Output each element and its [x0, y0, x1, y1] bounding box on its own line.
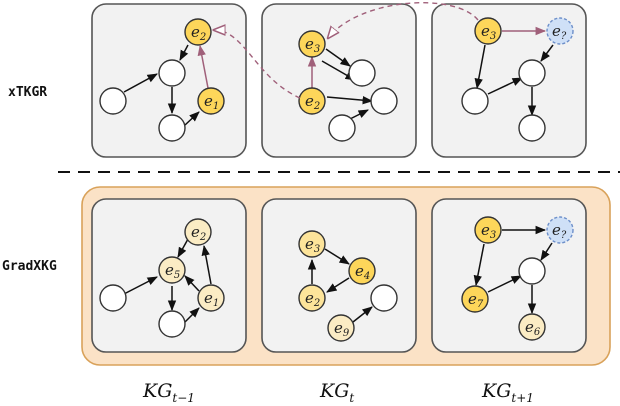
- node-white: [158, 59, 186, 87]
- panel-xtkgr-t-plus-1: [431, 3, 587, 158]
- node-white: [99, 284, 127, 312]
- node-e2: [184, 218, 212, 246]
- node-white: [158, 114, 186, 142]
- node-white: [518, 114, 546, 142]
- node-white: [370, 284, 398, 312]
- node-e7-label: e7: [468, 290, 484, 310]
- node-query-label: e?: [552, 22, 567, 42]
- node-e3-label: e3: [481, 221, 496, 241]
- node-e4-label: e4: [355, 262, 370, 282]
- node-e5-label: e5: [165, 261, 180, 281]
- node-white: [518, 257, 546, 285]
- node-white: [348, 59, 376, 87]
- node-e2-label: e2: [305, 92, 320, 112]
- column-label-kg-t-plus-1: KGt+1: [481, 380, 534, 405]
- node-e4: [348, 257, 376, 285]
- node-e7: [461, 285, 489, 313]
- node-white: [99, 87, 127, 115]
- node-e1-label: e1: [204, 289, 219, 309]
- column-label-kg-t-minus-1: KGt−1: [142, 380, 195, 405]
- node-white: [370, 87, 398, 115]
- node-e2-label: e2: [191, 23, 206, 43]
- node-e1: [197, 87, 225, 115]
- node-query-label: e?: [552, 221, 567, 241]
- node-query: [546, 216, 574, 244]
- node-e2: [298, 284, 326, 312]
- node-e2-label: e2: [305, 289, 320, 309]
- node-e1: [197, 284, 225, 312]
- node-white: [518, 59, 546, 87]
- node-e6: [518, 313, 546, 341]
- node-e3: [298, 230, 326, 258]
- node-white: [328, 114, 356, 142]
- node-e3: [474, 17, 502, 45]
- node-e3: [298, 30, 326, 58]
- attention-arc-e2-to-e2: [214, 30, 301, 99]
- node-e9: [327, 314, 355, 342]
- node-e2: [298, 87, 326, 115]
- node-e3-label: e3: [481, 22, 496, 42]
- node-e3: [474, 216, 502, 244]
- node-e1-label: e1: [204, 92, 219, 112]
- node-white: [461, 87, 489, 115]
- node-e2: [184, 18, 212, 46]
- node-e5: [158, 256, 186, 284]
- panel-gradxkg-t-plus-1: [431, 198, 587, 353]
- node-query: [546, 17, 574, 45]
- node-e6-label: e6: [525, 318, 541, 338]
- node-e2-label: e2: [191, 223, 206, 243]
- attention-arc-e3-to-e3: [328, 2, 479, 38]
- node-e3-label: e3: [305, 35, 320, 55]
- node-e9-label: e9: [334, 319, 350, 339]
- row-label-gradxkg: GradXKG: [2, 259, 57, 274]
- node-e3-label: e3: [305, 235, 320, 255]
- column-label-kg-t: KGt: [319, 380, 354, 405]
- row-label-xtkgr: xTKGR: [8, 85, 47, 100]
- node-white: [158, 310, 186, 338]
